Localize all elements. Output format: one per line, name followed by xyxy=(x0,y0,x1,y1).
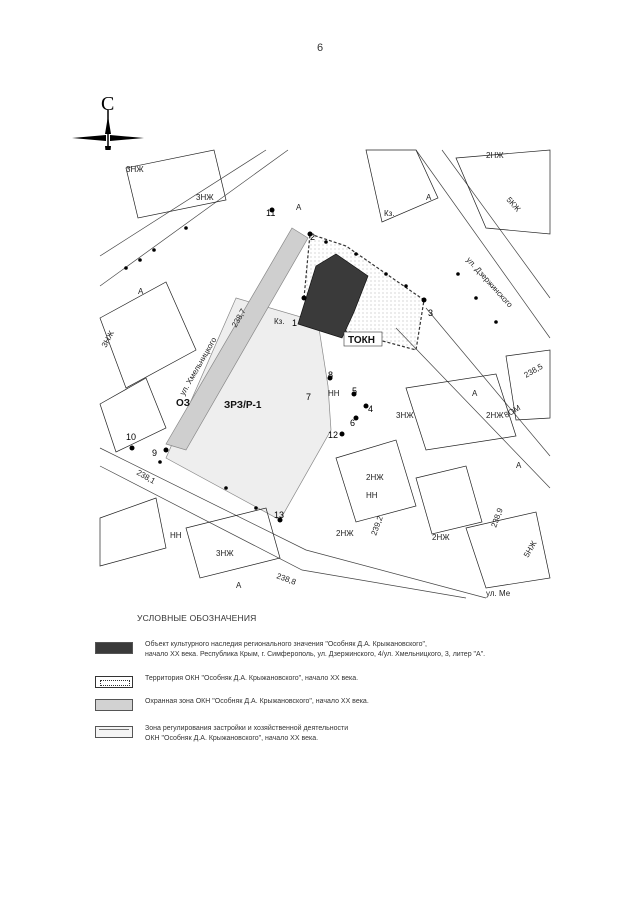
legend-swatch-territory xyxy=(95,676,133,688)
legend-swatch-protection xyxy=(95,699,133,711)
legend-title: УСЛОВНЫЕ ОБОЗНАЧЕНИЯ xyxy=(137,613,257,623)
svg-text:11: 11 xyxy=(266,208,275,218)
boundary-point: 6 xyxy=(350,415,359,428)
building-label: Кз. xyxy=(384,209,395,218)
north-label: С xyxy=(101,93,114,115)
site-plan-map: С ТОКН xyxy=(72,93,551,599)
boundary-point: 13 xyxy=(274,510,284,523)
boundary-point: 2 xyxy=(307,231,315,242)
legend-text: Территория ОКН "Особняк Д.А. Крыжановско… xyxy=(145,675,359,682)
boundary-point: 9 xyxy=(152,447,169,458)
boundary-point: 1 xyxy=(292,295,307,328)
svg-text:4: 4 xyxy=(368,404,373,414)
building-label: А xyxy=(138,287,144,296)
street-label-me: ул. Ме xyxy=(486,589,511,598)
building-label: Кз. xyxy=(274,317,285,326)
building-label: НН xyxy=(170,531,182,540)
svg-text:8: 8 xyxy=(328,370,333,380)
svg-text:2: 2 xyxy=(310,232,315,242)
building-label: 2НЖ xyxy=(366,473,384,482)
building-label: А xyxy=(516,461,522,470)
building-label: А xyxy=(236,581,242,590)
building-label: 2НЖ xyxy=(486,151,504,160)
svg-text:3: 3 xyxy=(428,308,433,318)
building-label: А xyxy=(296,203,302,212)
boundary-point: 4 xyxy=(363,403,373,414)
zone-label-oz: ОЗ xyxy=(176,398,190,409)
svg-text:9: 9 xyxy=(152,448,157,458)
svg-text:1: 1 xyxy=(292,318,297,328)
zone-label-tokn: ТОКН xyxy=(348,335,375,346)
building-label: 3НЖ xyxy=(216,549,234,558)
building-label: НН xyxy=(328,389,340,398)
legend-text: Объект культурного наследия региональног… xyxy=(145,641,486,658)
page-number: 6 xyxy=(316,42,324,54)
svg-text:13: 13 xyxy=(274,510,284,520)
svg-text:12: 12 xyxy=(328,430,338,440)
boundary-point: 10 xyxy=(126,432,136,451)
svg-text:5: 5 xyxy=(352,386,357,396)
building-label: 3НЖ xyxy=(396,411,414,420)
building-label: 3НЖ xyxy=(126,165,144,174)
boundary-point: 5 xyxy=(351,386,357,397)
boundary-point: 11 xyxy=(266,207,275,218)
building-label: А xyxy=(426,193,432,202)
building-label: А xyxy=(472,389,478,398)
building-label: 2НЖ xyxy=(486,411,504,420)
building-label: 2НЖ xyxy=(336,529,354,538)
building-label: 3НЖ xyxy=(196,193,214,202)
legend-swatch-regulation xyxy=(95,726,133,738)
svg-text:6: 6 xyxy=(350,418,355,428)
legend-swatch-okn xyxy=(95,642,133,654)
building-label: НН xyxy=(366,491,378,500)
boundary-point: 8 xyxy=(327,370,333,381)
boundary-point: 3 xyxy=(421,297,433,318)
zone-label-zrz: ЗРЗ/Р-1 xyxy=(224,400,262,411)
okn-building xyxy=(297,253,369,339)
svg-text:7: 7 xyxy=(306,392,311,402)
north-arrow-icon xyxy=(105,116,111,134)
protection-zone-band xyxy=(165,227,309,451)
boundary-point: 7 xyxy=(306,392,311,402)
legend-text: Охранная зона ОКН "Особняк Д.А. Крыжанов… xyxy=(145,698,369,705)
legend-text: Зона регулирования застройки и хозяйстве… xyxy=(145,725,349,742)
svg-text:10: 10 xyxy=(126,432,136,442)
map-frame xyxy=(99,149,551,599)
building-label: 2НЖ xyxy=(432,533,450,542)
boundary-point: 12 xyxy=(328,430,345,440)
